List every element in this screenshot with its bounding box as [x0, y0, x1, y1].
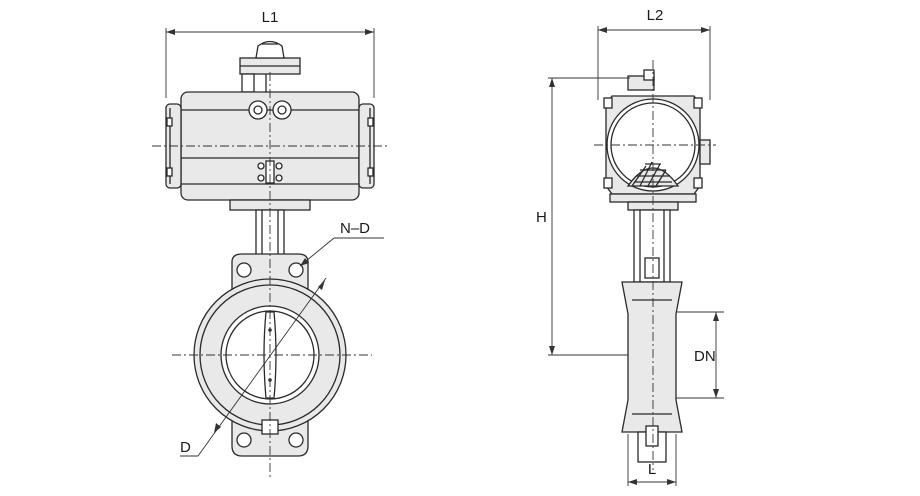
dimension-dn: DN: [676, 311, 724, 399]
dimension-n-d: N–D: [299, 220, 384, 267]
label-n-d: N–D: [340, 220, 370, 237]
side-actuator: [603, 69, 711, 211]
label-l1: L1: [262, 9, 279, 26]
dimension-d: D: [180, 277, 327, 457]
dimension-l2: L2: [597, 7, 711, 100]
side-view: L2: [536, 7, 724, 486]
actuator-position-indicator: [239, 40, 301, 94]
label-d: D: [180, 439, 191, 456]
dimension-h: H: [536, 77, 630, 356]
label-h: H: [536, 209, 547, 226]
dimension-l: L: [627, 434, 677, 486]
side-valve-body: [621, 209, 683, 463]
label-l2: L2: [647, 7, 664, 24]
label-l: L: [648, 461, 656, 478]
label-dn: DN: [694, 348, 716, 365]
front-view: L1: [152, 9, 388, 478]
dimension-l1: L1: [165, 9, 375, 98]
